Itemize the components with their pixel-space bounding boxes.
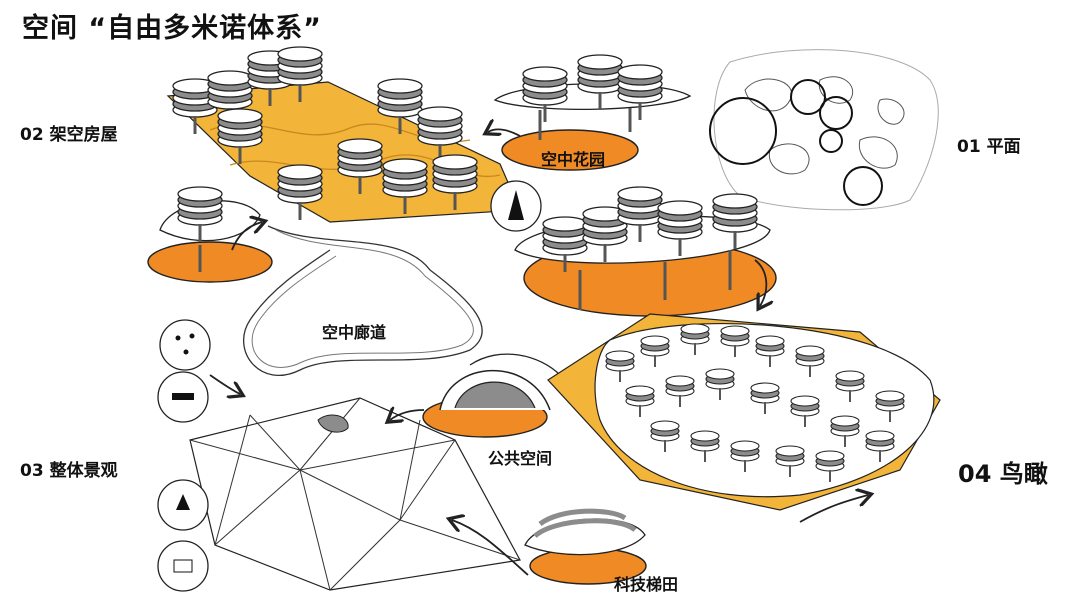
sky-platform-diagram [514,185,777,317]
tag-tech-terrace: 科技梯田 [614,575,679,594]
sky-corridor-path [243,225,483,376]
section-label-04: 04 鸟瞰 [958,460,1048,488]
landscape-mesh [189,397,521,591]
elevated-house-module [147,185,273,283]
page-title: 空间 “自由多米诺体系” [22,13,322,44]
section-label-02: 02 架空房屋 [20,125,118,145]
activity-pictograms [157,180,542,592]
sky-garden-diagram [493,53,692,171]
public-space-diagram [422,353,561,438]
section-label-01: 01 平面 [957,137,1021,157]
tag-sky-corridor: 空中廊道 [322,323,387,342]
floor-plan-drawing [709,49,939,211]
flow-arrows [209,129,868,576]
birds-eye-diagram [547,313,941,511]
tech-terrace-diagram [524,508,647,585]
section-label-03: 03 整体景观 [20,461,118,481]
elevated-houses-diagram [166,45,521,223]
tag-public-space: 公共空间 [488,449,553,468]
tag-sky-garden: 空中花园 [541,150,606,169]
